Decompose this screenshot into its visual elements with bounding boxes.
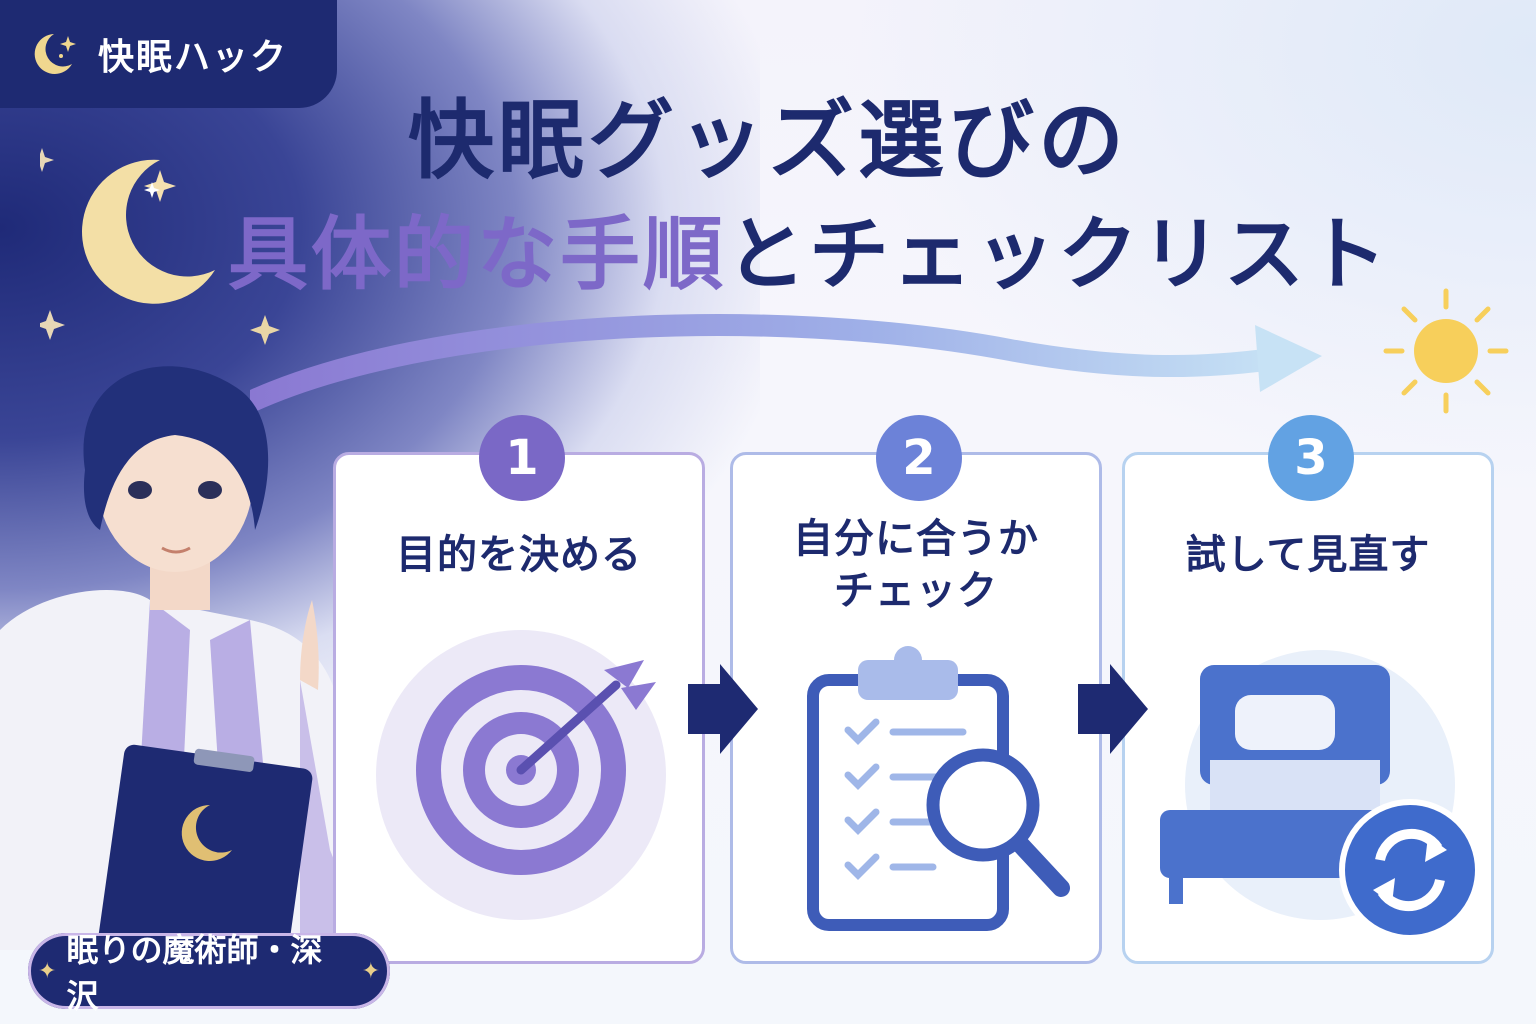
target-arrow-icon <box>376 630 666 920</box>
step-title: 自分に合うか チェック <box>733 513 1099 617</box>
step-number-badge: 3 <box>1268 415 1354 501</box>
character-name: 眠りの魔術師・深沢 <box>66 931 323 1015</box>
moon-and-stars-illustration <box>40 148 280 345</box>
step-number-badge: 2 <box>876 415 962 501</box>
step-card-1: 1 目的を決める <box>333 415 705 964</box>
step-card-2: 2 自分に合うか チェック <box>730 415 1102 964</box>
sparkle-icon: ✦ <box>361 958 380 984</box>
step-card-3: 3 試して見直す <box>1122 415 1494 964</box>
page-title-line2: 具体的な手順とチェックリスト <box>228 190 1390 306</box>
day-sky-background <box>836 0 1536 500</box>
sparkle-icon: ✦ <box>38 958 57 984</box>
character-name-badge: ✦ 眠りの魔術師・深沢 ✦ <box>28 931 390 1015</box>
next-step-arrow-icon <box>1078 664 1148 754</box>
title-emphasis: 具体的な手順 <box>228 208 726 301</box>
brand-label: 快眠ハック <box>98 37 289 78</box>
bed-refresh-icon <box>1160 650 1481 941</box>
step-title: 目的を決める <box>336 529 702 581</box>
step-number-badge: 1 <box>479 415 565 501</box>
step-title-line: 自分に合うか <box>793 516 1039 562</box>
title-rest: とチェックリスト <box>726 208 1390 301</box>
step-title: 試して見直す <box>1125 529 1491 581</box>
sun-icon <box>1383 288 1509 414</box>
brand-badge: 快眠ハック <box>0 0 337 108</box>
step-title-line: チェック <box>834 568 998 614</box>
next-step-arrow-icon <box>688 664 758 754</box>
step-title-line: 目的を決める <box>396 532 642 578</box>
clipboard-magnifier-icon <box>807 646 1070 931</box>
moon-stars-icon <box>34 34 76 74</box>
step-title-line: 試して見直す <box>1185 532 1431 578</box>
sleep-wizard-character <box>0 366 370 950</box>
progress-flow-arrow <box>250 314 1322 413</box>
page-title-line1: 快眠グッズ選びの <box>408 91 1128 191</box>
